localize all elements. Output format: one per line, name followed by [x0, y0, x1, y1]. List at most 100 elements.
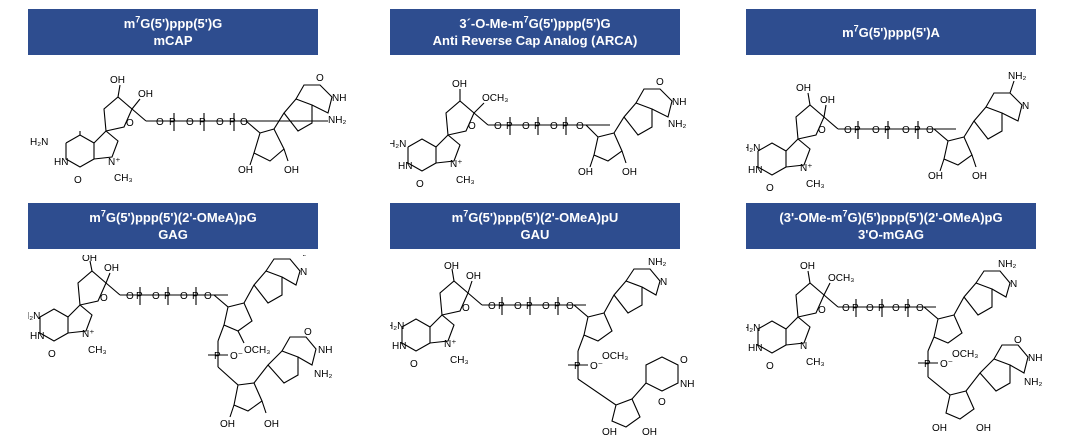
svg-text:P: P [878, 303, 885, 314]
svg-text:NH₂: NH₂ [328, 115, 346, 126]
svg-text:N: N [1022, 101, 1029, 112]
svg-text:OH: OH [578, 167, 593, 178]
svg-text:O: O [216, 117, 224, 128]
svg-text:OH: OH [238, 165, 253, 176]
svg-text:H₂N: H₂N [390, 139, 406, 150]
svg-text:N: N [660, 277, 667, 288]
svg-text:O⁻: O⁻ [590, 361, 603, 372]
svg-text:NH: NH [1028, 353, 1042, 364]
svg-text:NH₂: NH₂ [1008, 71, 1026, 82]
svg-text:O: O [902, 125, 910, 136]
svg-text:O⁻: O⁻ [940, 359, 953, 370]
svg-text:HN: HN [398, 161, 412, 172]
svg-text:OCH₃: OCH₃ [602, 351, 628, 362]
svg-text:O: O [494, 121, 502, 132]
svg-text:OH: OH [972, 171, 987, 182]
header-line2: GAG [158, 227, 188, 242]
svg-text:NH₂: NH₂ [648, 257, 666, 268]
svg-text:O: O [818, 305, 826, 316]
svg-text:H₂N: H₂N [30, 137, 48, 148]
svg-text:N⁺: N⁺ [82, 329, 95, 340]
panel-gag: m7G(5')ppp(5')(2'-OMeA)pG GAG [28, 203, 373, 438]
svg-text:O: O [680, 355, 688, 366]
svg-text:P: P [192, 291, 199, 302]
svg-text:O: O [766, 361, 774, 372]
svg-text:O: O [916, 303, 924, 314]
panel-mcap: m7G(5')ppp(5')G mCAP OH O [28, 9, 373, 199]
svg-text:O: O [1014, 335, 1022, 346]
svg-text:O: O [842, 303, 850, 314]
svg-text:O: O [304, 327, 312, 338]
header-line2: GAU [520, 227, 550, 242]
svg-text:H₂N: H₂N [390, 321, 404, 332]
svg-text:P: P [924, 359, 931, 370]
svg-text:P: P [854, 125, 861, 136]
svg-text:N: N [1010, 279, 1017, 290]
svg-text:OH: OH [452, 79, 467, 90]
svg-text:NH: NH [332, 93, 346, 104]
svg-text:N⁺: N⁺ [444, 339, 457, 350]
svg-text:P: P [914, 125, 921, 136]
svg-text:CH₃: CH₃ [88, 345, 107, 356]
svg-text:P: P [526, 301, 533, 312]
svg-text:HN: HN [748, 343, 762, 354]
svg-text:HN: HN [54, 157, 68, 168]
svg-text:H₂N: H₂N [746, 143, 760, 154]
svg-text:P: P [554, 301, 561, 312]
gau-structure: OH OH O H₂N HN O N⁺ CH₃ O P O P O P O OC… [390, 257, 694, 437]
panel-arca: 3´-O-Me-m7G(5')ppp(5')G Anti Reverse Cap… [390, 9, 735, 199]
svg-text:O: O [514, 301, 522, 312]
mcap-structure: OH OH O H₂N HN O N⁺ CH₃ O P O P O P O OH… [30, 73, 346, 186]
svg-text:OH: OH [104, 263, 119, 274]
svg-text:OH: OH [138, 89, 153, 100]
header-line1: m7G(5')ppp(5')G [123, 14, 223, 31]
svg-text:OH: OH [642, 427, 657, 437]
svg-text:NH: NH [680, 379, 694, 390]
svg-text:P: P [136, 291, 143, 302]
svg-text:NH: NH [672, 97, 686, 108]
svg-text:O: O [156, 117, 164, 128]
svg-text:OH: OH [444, 261, 459, 272]
svg-text:P: P [214, 351, 221, 362]
svg-text:HN: HN [30, 331, 44, 342]
svg-text:OH: OH [622, 167, 637, 178]
svg-text:N: N [800, 341, 807, 352]
svg-text:O: O [926, 125, 934, 136]
svg-text:P: P [904, 303, 911, 314]
panel-header: m7G(5')ppp(5')G mCAP [28, 9, 318, 55]
svg-text:O⁻: O⁻ [230, 351, 243, 362]
svg-text:O: O [152, 291, 160, 302]
svg-text:O: O [240, 117, 248, 128]
panel-m7gppa: m7G(5')ppp(5')A OH OH O H₂N HN O N⁺ [746, 9, 1080, 199]
svg-text:NH₂: NH₂ [288, 255, 306, 258]
svg-text:P: P [506, 121, 513, 132]
svg-text:N⁺: N⁺ [108, 157, 121, 168]
panel-3o-mgag: (3'-OMe-m7G)(5')ppp(5')(2'-OMeA)pG 3'O-m… [746, 203, 1080, 438]
svg-text:O: O [204, 291, 212, 302]
svg-text:H₂N: H₂N [746, 323, 760, 334]
gag-structure: OH OH O H₂N HN O N⁺ CH₃ O P O P O P O OC… [28, 255, 332, 430]
svg-text:OH: OH [976, 423, 991, 434]
svg-text:O: O [48, 349, 56, 360]
svg-text:N⁺: N⁺ [800, 163, 813, 174]
svg-text:NH₂: NH₂ [1024, 377, 1042, 388]
svg-text:HN: HN [392, 341, 406, 352]
m7gppa-structure: OH OH O H₂N HN O N⁺ CH₃ O P O P O P O OH… [746, 71, 1029, 194]
svg-text:O: O [488, 301, 496, 312]
header-line2: 3'O-mGAG [858, 227, 924, 242]
svg-text:NH₂: NH₂ [668, 119, 686, 130]
svg-text:HN: HN [748, 165, 762, 176]
panel-header: 3´-O-Me-m7G(5')ppp(5')G Anti Reverse Cap… [390, 9, 680, 55]
svg-text:O: O [872, 125, 880, 136]
svg-text:O: O [410, 359, 418, 370]
svg-text:OH: OH [820, 95, 835, 106]
svg-text:O: O [656, 77, 664, 88]
header-line1: m7G(5')ppp(5')(2'-OMeA)pU [451, 208, 619, 225]
svg-text:NH₂: NH₂ [314, 369, 332, 380]
svg-text:O: O [550, 121, 558, 132]
svg-text:O: O [316, 73, 324, 84]
svg-text:OH: OH [220, 419, 235, 430]
svg-text:CH₃: CH₃ [456, 175, 475, 186]
svg-text:P: P [229, 117, 236, 128]
svg-text:OH: OH [602, 427, 617, 437]
